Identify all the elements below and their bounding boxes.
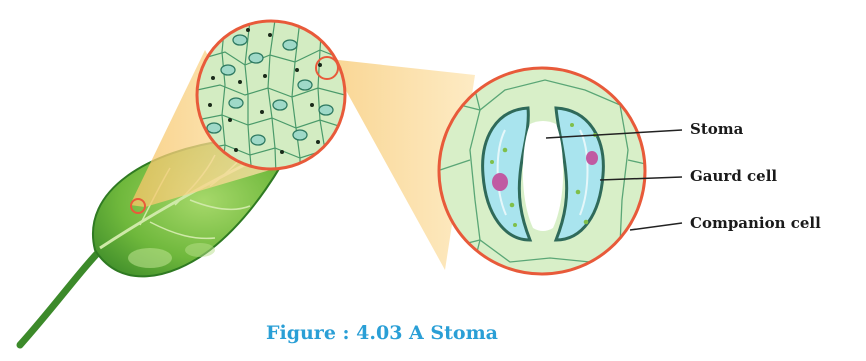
figure-caption: Figure : 4.03 A Stoma	[266, 322, 498, 344]
companion-cell-leader	[630, 223, 682, 230]
guard-cell-label: Gaurd cell	[690, 167, 777, 185]
companion-cell-label: Companion cell	[690, 214, 821, 232]
stoma-magnified-view	[439, 68, 650, 280]
stoma-label: Stoma	[690, 120, 744, 138]
